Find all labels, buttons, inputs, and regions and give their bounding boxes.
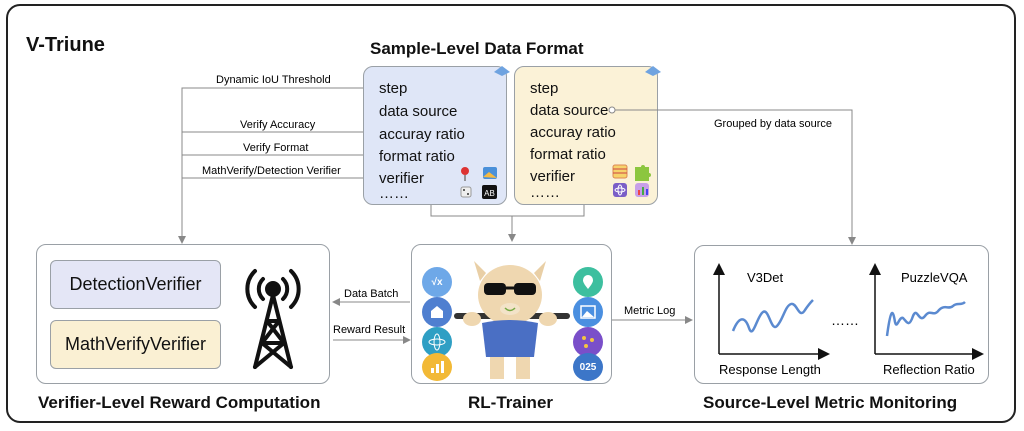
iou-arrow [178, 87, 363, 244]
llama-mascot-icon [454, 261, 570, 379]
left-field-verifier: verifier [379, 170, 425, 187]
right-field-data-source: data source [530, 102, 609, 119]
left-field-format-ratio: format ratio [379, 148, 455, 165]
dots-chip [573, 327, 603, 357]
left-field-step: step [379, 80, 408, 97]
chart-chip [422, 353, 452, 381]
building-icon [431, 306, 443, 318]
location-chip [573, 267, 603, 297]
grouped-label: Grouped by data source [714, 118, 832, 130]
chart-chip-icon [431, 361, 444, 373]
metric-charts: V3Det PuzzleVQA …… Response Length Refle… [713, 263, 984, 377]
chart1-xlabel: Response Length [719, 362, 821, 377]
mathverify-verifier-box: MathVerifyVerifier [50, 320, 221, 369]
iou-label: Dynamic IoU Threshold [216, 74, 331, 86]
picture-icon [580, 305, 596, 319]
verifier-panel-title: Verifier-Level Reward Computation [38, 393, 321, 412]
trainer-title: RL-Trainer [468, 393, 554, 412]
detection-verifier-box: DetectionVerifier [50, 260, 221, 309]
picture-chip [573, 297, 603, 327]
dice-icon [460, 186, 472, 198]
ab-icon-text: AB [484, 189, 495, 198]
left-field-data-source: data source [379, 103, 458, 120]
chart1-axes [713, 263, 830, 360]
chart2-axes [869, 263, 984, 360]
chart2-curve [885, 301, 966, 337]
tower-icon [245, 269, 301, 369]
atom-chip [422, 327, 452, 357]
atom-icon [613, 183, 627, 197]
monitor-title: Source-Level Metric Monitoring [703, 393, 958, 412]
chart1-label: V3Det [747, 270, 784, 285]
right-field-accuracy-ratio: accuray ratio [530, 124, 616, 141]
bar-chart-icon [635, 183, 649, 197]
data-batch-label: Data Batch [344, 288, 398, 300]
atom-chip-icon [428, 333, 446, 351]
format-label: Verify Format [243, 142, 308, 154]
grouped-arrow [612, 109, 856, 245]
trainer-panel: √x 025 [411, 244, 612, 384]
right-format-icons [612, 164, 651, 197]
table-icon [612, 164, 628, 179]
chart1-curve [731, 299, 814, 333]
monitor-panel: V3Det PuzzleVQA …… Response Length Refle… [694, 245, 989, 384]
reward-result-label: Reward Result [333, 324, 405, 336]
right-format-card: step data source accuray ratio format ra… [514, 66, 661, 205]
charts-ellipsis: …… [831, 312, 859, 328]
metric-log-label: Metric Log [624, 305, 675, 317]
right-field-verifier: verifier [530, 168, 576, 185]
left-field-accuracy-ratio: accuray ratio [379, 126, 465, 143]
figure-title: V-Triune [26, 34, 105, 56]
pin-icon [461, 167, 469, 181]
dots-icon [582, 336, 594, 348]
number-chip: 025 [573, 353, 603, 381]
outer-frame [6, 4, 1016, 423]
card-tab-icon-right [645, 66, 661, 76]
right-field-format-ratio: format ratio [530, 146, 606, 163]
image-icon [483, 167, 497, 179]
left-format-icons: AB [460, 167, 497, 199]
left-format-card: step data source accuray ratio format ra… [363, 66, 510, 205]
building-chip [422, 297, 452, 327]
puzzle-icon [635, 165, 651, 181]
accuracy-label: Verify Accuracy [240, 119, 316, 131]
verifier-panel: DetectionVerifier MathVerifyVerifier [36, 244, 330, 384]
left-field-ellipsis: …… [379, 185, 409, 202]
format-title: Sample-Level Data Format [370, 39, 584, 58]
merge-connector [430, 205, 585, 217]
chart2-xlabel: Reflection Ratio [883, 362, 975, 377]
ab-icon: AB [482, 185, 497, 199]
chart2-label: PuzzleVQA [901, 270, 968, 285]
sqrt-chip: √x [422, 267, 452, 297]
right-field-step: step [530, 80, 559, 97]
verifier-label: MathVerify/Detection Verifier [202, 165, 341, 177]
location-icon [583, 275, 593, 289]
card-tab-icon-left [494, 66, 510, 76]
right-field-ellipsis: …… [530, 184, 560, 201]
